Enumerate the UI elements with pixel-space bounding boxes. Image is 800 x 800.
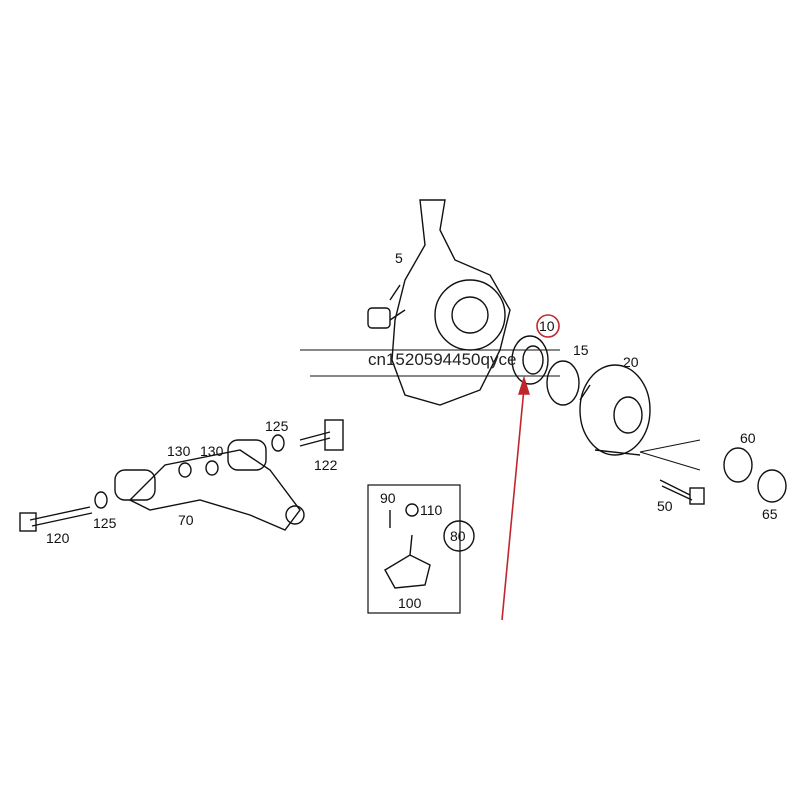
label-50: 50 [657, 498, 673, 514]
washer-front [94, 491, 108, 509]
label-90: 90 [380, 490, 396, 506]
watermark: cn1520594450qyce [368, 350, 517, 369]
label-125-front: 125 [93, 515, 117, 531]
label-130-a: 130 [167, 443, 191, 459]
wheel-bearing [511, 335, 549, 385]
label-122: 122 [314, 457, 338, 473]
label-70: 70 [178, 512, 194, 528]
steering-knuckle [367, 199, 511, 406]
label-5: 5 [395, 250, 403, 266]
circlip [546, 360, 580, 406]
label-125-rear: 125 [265, 418, 289, 434]
bolt-front [29, 506, 93, 527]
label-60: 60 [740, 430, 756, 446]
pointer-arrow [501, 387, 525, 621]
bushing-b [205, 460, 219, 476]
label-80: 80 [450, 528, 466, 544]
control-arm [114, 439, 305, 531]
label-15: 15 [573, 342, 589, 358]
label-130-b: 130 [200, 443, 224, 459]
wheel-hub [579, 364, 651, 456]
highlight-circle [536, 314, 560, 338]
cap [757, 469, 787, 503]
label-10: 10 [539, 318, 555, 334]
ball-joint [384, 554, 431, 589]
label-100: 100 [398, 595, 422, 611]
bushing-a [178, 462, 192, 478]
label-65: 65 [762, 506, 778, 522]
washer-rear [271, 434, 285, 452]
label-120: 120 [46, 530, 70, 546]
kit-box [367, 484, 461, 614]
label-20: 20 [623, 354, 639, 370]
kit-callout [443, 520, 475, 552]
hub-bolt [659, 479, 693, 501]
label-110: 110 [420, 502, 443, 518]
nut [723, 447, 753, 483]
